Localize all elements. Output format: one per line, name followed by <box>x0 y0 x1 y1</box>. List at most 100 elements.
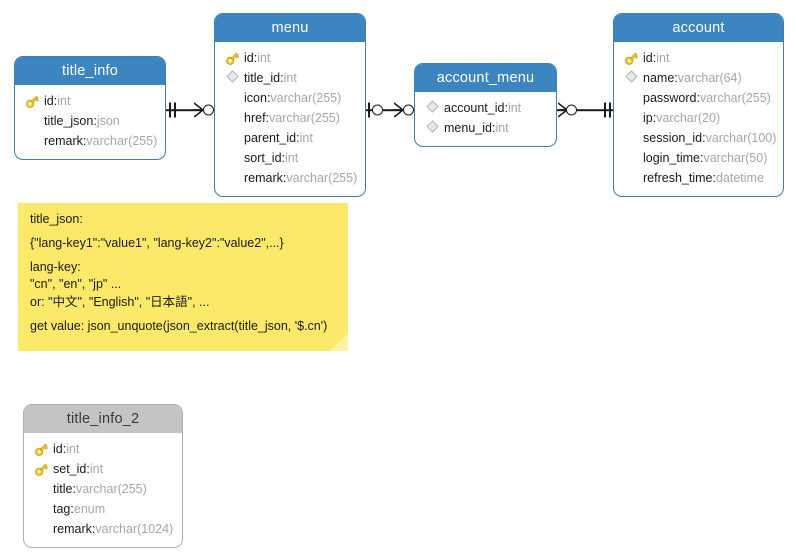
field-type: varchar(20) <box>656 111 721 125</box>
primary-key-icon <box>33 441 50 458</box>
field-name: remark <box>244 171 283 185</box>
cardinality-circle <box>403 104 414 116</box>
relationship-menu-account_menu[interactable] <box>366 100 414 120</box>
column-diamond-icon <box>226 69 239 83</box>
field-type: int <box>507 101 522 115</box>
field-row[interactable]: id: int <box>215 48 365 68</box>
primary-key-icon <box>623 50 640 67</box>
field-row[interactable]: title_id: int <box>215 68 365 88</box>
field-indent-spacer <box>623 150 640 167</box>
note-line: "cn", "en", "jp" ... <box>30 277 122 292</box>
field-type: int <box>656 51 670 65</box>
field-type: varchar(255) <box>286 171 358 185</box>
relationship-line <box>557 109 613 111</box>
field-row[interactable]: title_json: json <box>15 111 165 131</box>
field-type: int <box>89 462 104 476</box>
field-type: enum <box>73 502 106 516</box>
field-separator: : <box>62 442 67 456</box>
field-row[interactable]: refresh_time: datetime <box>614 168 783 188</box>
field-separator: : <box>296 131 300 145</box>
primary-key-icon <box>224 50 241 67</box>
field-type: json <box>96 114 120 128</box>
column-diamond-icon <box>426 119 439 133</box>
field-name: id <box>53 442 63 456</box>
cardinality-crowfoot <box>194 102 203 118</box>
primary-key-icon <box>24 93 41 110</box>
field-separator: : <box>282 171 287 185</box>
field-type: int <box>495 121 509 135</box>
field-name: name <box>643 71 675 85</box>
field-separator: : <box>652 111 657 125</box>
field-name: title_json <box>44 114 94 128</box>
field-row[interactable]: account_id: int <box>415 98 556 118</box>
primary-key-icon <box>26 95 40 108</box>
field-name: set_id <box>53 462 87 476</box>
field-separator: : <box>82 134 87 148</box>
field-row[interactable]: remark: varchar(255) <box>15 131 165 151</box>
field-indent-spacer <box>24 113 41 130</box>
field-separator: : <box>72 482 76 496</box>
relationship-title_info-menu[interactable] <box>166 100 214 120</box>
field-row[interactable]: password: varchar(255) <box>614 88 783 108</box>
entity-title-account: account <box>614 14 783 42</box>
sticky-note-title-json[interactable]: title_json:{"lang-key1":"value1", "lang-… <box>18 203 348 351</box>
field-row[interactable]: login_time: varchar(50) <box>614 148 783 168</box>
field-name: sort_id <box>244 151 282 165</box>
column-diamond-icon <box>623 69 640 87</box>
field-row[interactable]: id: int <box>24 439 182 459</box>
relationship-account_menu-account[interactable] <box>557 100 613 120</box>
field-indent-spacer <box>623 170 640 187</box>
field-separator: : <box>93 114 97 128</box>
field-row[interactable]: sort_id: int <box>215 148 365 168</box>
field-indent-spacer <box>623 90 640 107</box>
field-type: varchar(64) <box>677 71 742 85</box>
field-row[interactable]: title: varchar(255) <box>24 479 182 499</box>
field-row[interactable]: name: varchar(64) <box>614 68 783 88</box>
field-type: int <box>66 442 80 456</box>
field-row[interactable]: icon: varchar(255) <box>215 88 365 108</box>
field-name: href <box>244 111 266 125</box>
field-name: id <box>44 94 54 108</box>
field-row[interactable]: id: int <box>614 48 783 68</box>
field-row[interactable]: menu_id: int <box>415 118 556 138</box>
field-row[interactable]: remark: varchar(1024) <box>24 519 182 539</box>
field-indent-spacer <box>33 501 50 518</box>
field-type: int <box>285 151 299 165</box>
note-line: title_json: <box>30 212 83 226</box>
entity-title-title_info_2: title_info_2 <box>24 405 182 433</box>
primary-key-icon <box>226 52 240 65</box>
field-row[interactable]: id: int <box>15 91 165 111</box>
primary-key-icon <box>33 461 50 478</box>
column-diamond-icon <box>424 119 441 137</box>
field-row[interactable]: tag: enum <box>24 499 182 519</box>
field-row[interactable]: session_id: varchar(100) <box>614 128 783 148</box>
field-type: varchar(100) <box>705 131 777 145</box>
field-name: id <box>244 51 254 65</box>
field-row[interactable]: ip: varchar(20) <box>614 108 783 128</box>
field-separator: : <box>491 121 496 135</box>
field-type: varchar(255) <box>269 111 340 125</box>
field-separator: : <box>265 111 270 125</box>
primary-key-icon <box>35 463 49 476</box>
field-row[interactable]: href: varchar(255) <box>215 108 365 128</box>
field-type: int <box>283 71 297 85</box>
note-line: lang-key: <box>30 260 81 275</box>
field-row[interactable]: remark: varchar(255) <box>215 168 365 188</box>
field-row[interactable]: parent_id: int <box>215 128 365 148</box>
primary-key-icon <box>625 52 639 65</box>
field-separator: : <box>652 51 657 65</box>
field-indent-spacer <box>224 150 241 167</box>
field-separator: : <box>53 94 58 108</box>
cardinality-tick <box>174 102 176 118</box>
field-row[interactable]: set_id: int <box>24 459 182 479</box>
